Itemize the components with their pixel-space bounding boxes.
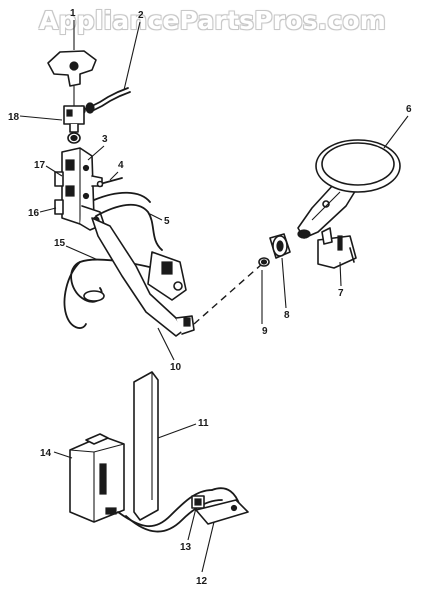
part-cover-plate — [133, 371, 159, 521]
callout-15: 15 — [54, 238, 66, 249]
gas-flow-line — [193, 263, 263, 325]
callout-7: 7 — [338, 288, 344, 299]
part-pilot-tube — [96, 177, 123, 188]
callout-8: 8 — [284, 310, 290, 321]
callout-labels: 1 2 3 4 5 6 7 8 9 10 11 12 13 14 15 16 1… — [8, 8, 412, 587]
callout-1: 1 — [70, 8, 76, 19]
callout-13: 13 — [180, 542, 192, 553]
part-air-shutter — [269, 233, 291, 259]
callout-11: 11 — [198, 418, 209, 429]
part-valve-fitting — [63, 105, 85, 144]
callout-12: 12 — [196, 576, 208, 587]
part-knob — [47, 50, 97, 106]
callout-2: 2 — [138, 10, 144, 21]
watermark-text: AppliancePartsPros.com — [38, 6, 387, 35]
callout-17: 17 — [34, 160, 46, 171]
part-gas-valve — [54, 147, 105, 231]
part-burner — [297, 139, 401, 239]
callout-4: 4 — [118, 160, 124, 171]
part-gas-tube — [78, 87, 131, 115]
part-wiring — [93, 191, 163, 251]
callout-16: 16 — [28, 208, 40, 219]
callout-5: 5 — [164, 216, 170, 227]
part-mounting-bracket — [195, 499, 249, 525]
callout-3: 3 — [102, 134, 108, 145]
part-orifice — [258, 257, 270, 267]
callout-14: 14 — [40, 448, 52, 459]
callout-6: 6 — [406, 104, 412, 115]
leader-lines — [19, 20, 409, 573]
part-manifold — [91, 217, 195, 337]
callout-9: 9 — [262, 326, 268, 337]
callout-10: 10 — [170, 362, 182, 373]
part-control-box — [69, 433, 125, 523]
part-ignitor-bracket — [317, 227, 357, 269]
callout-18: 18 — [8, 112, 20, 123]
